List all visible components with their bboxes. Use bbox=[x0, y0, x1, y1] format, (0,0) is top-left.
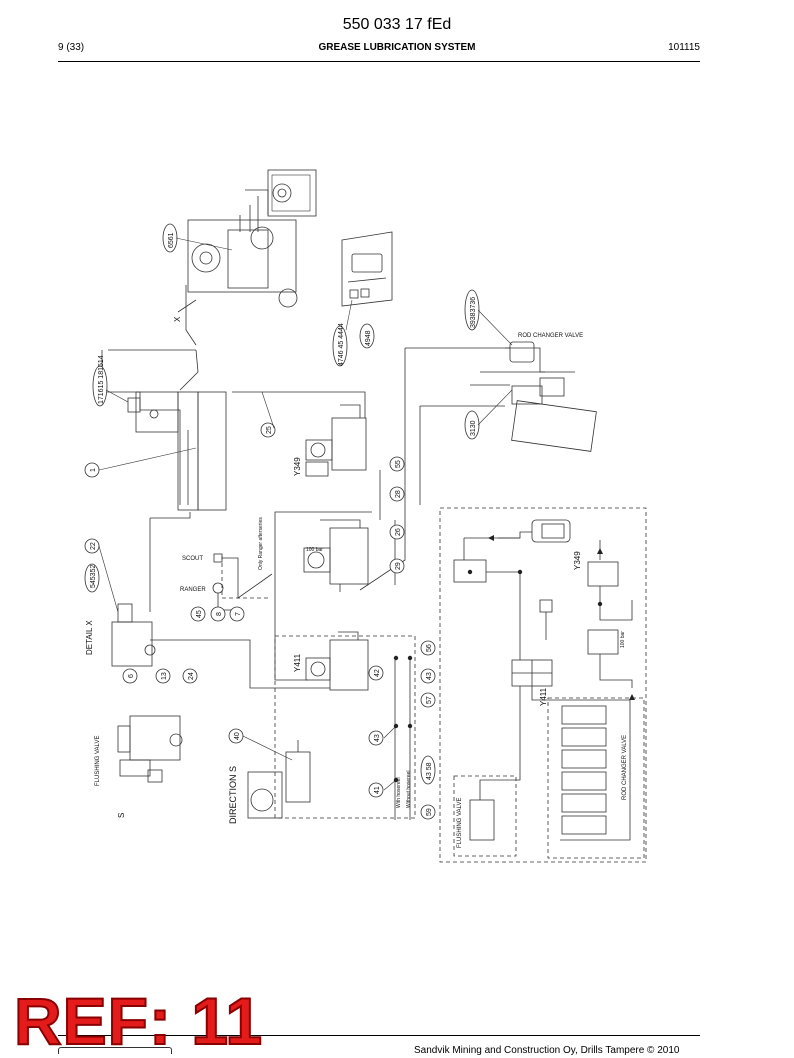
label-y349-a: Y349 bbox=[293, 457, 302, 476]
ref-stamp: REF: 11 bbox=[13, 984, 264, 1058]
callout-24: 24 bbox=[188, 672, 195, 680]
label-100bar-a: 100 bar bbox=[306, 547, 323, 553]
label-flushing-valve-2: FLUSHING VALVE bbox=[457, 798, 463, 848]
valve-y349-lower bbox=[303, 519, 369, 592]
callout-numbers: 6561 4746 45 4444 4948 39383736 3130 171… bbox=[90, 232, 477, 816]
leader-lines bbox=[98, 237, 513, 791]
copyright-notice: Sandvik Mining and Construction Oy, Dril… bbox=[414, 1045, 680, 1056]
callout-55: 55 bbox=[395, 460, 402, 468]
footer-rule bbox=[58, 1035, 700, 1036]
callout-6: 6 bbox=[128, 674, 135, 678]
label-ranger: RANGER bbox=[180, 587, 206, 593]
callout-43a: 43 bbox=[426, 672, 433, 680]
label-without-hosereel: Without hosereel bbox=[406, 770, 412, 808]
callout-45: 45 bbox=[196, 610, 203, 618]
callout-56: 56 bbox=[426, 644, 433, 652]
document-date: 101115 bbox=[668, 42, 700, 53]
callout-58: 43 58 bbox=[426, 762, 433, 780]
rod-changer-valve-top bbox=[470, 341, 597, 452]
label-y349-b: Y349 bbox=[573, 551, 582, 570]
callout-4948: 4948 bbox=[365, 330, 372, 346]
callout-42: 42 bbox=[374, 669, 381, 677]
detail-x-block bbox=[111, 603, 156, 667]
callout-29: 29 bbox=[395, 562, 402, 570]
label-y411-a: Y411 bbox=[293, 653, 302, 672]
dashed-boundaries bbox=[221, 507, 647, 863]
callout-26: 26 bbox=[395, 528, 402, 536]
label-flushing-valve: FLUSHING VALVE bbox=[95, 736, 101, 786]
label-only-ranger: Only Ranger afterseries bbox=[258, 517, 264, 570]
document-number: 550 033 17 fEd bbox=[342, 16, 452, 33]
lubricator-frame bbox=[101, 349, 227, 511]
callout-22: 22 bbox=[90, 542, 97, 550]
callout-3938: 39383736 bbox=[470, 297, 477, 328]
callout-41: 41 bbox=[374, 786, 381, 794]
callout-7: 7 bbox=[235, 612, 242, 616]
callout-6561: 6561 bbox=[168, 232, 175, 248]
callout-25: 25 bbox=[266, 426, 273, 434]
page-title: GREASE LUBRICATION SYSTEM bbox=[318, 42, 476, 53]
callout-5453: 545352 bbox=[90, 565, 97, 588]
rod-changer-bank bbox=[561, 705, 607, 835]
junction-dots bbox=[393, 535, 635, 783]
valve-y349-upper bbox=[305, 404, 367, 477]
label-rod-changer-valve: ROD CHANGER VALVE bbox=[518, 333, 583, 339]
label-scout: SCOUT bbox=[182, 556, 203, 562]
callout-40: 40 bbox=[234, 732, 241, 740]
page-number: 9 (33) bbox=[58, 42, 85, 53]
label-y411-b: Y411 bbox=[539, 687, 548, 706]
control-unit bbox=[341, 231, 393, 307]
callout-13: 13 bbox=[161, 672, 168, 680]
callout-1: 1 bbox=[90, 468, 97, 472]
callout-57: 57 bbox=[426, 696, 433, 704]
callout-1716: 171615 181514 bbox=[98, 355, 105, 404]
direction-s-view bbox=[247, 740, 311, 819]
flushing-valve-assembly bbox=[117, 715, 183, 783]
callout-3130: 3130 bbox=[470, 420, 477, 436]
callout-8: 8 bbox=[216, 612, 223, 616]
valve-y411-left bbox=[305, 631, 369, 691]
callout-4746: 4746 45 4444 bbox=[338, 323, 345, 366]
callout-28: 28 bbox=[395, 490, 402, 498]
label-detail-x: DETAIL X bbox=[85, 620, 94, 655]
label-direction-s: DIRECTION S bbox=[228, 766, 238, 824]
label-100bar-b: 100 bar bbox=[620, 631, 626, 648]
label-s: S bbox=[117, 813, 126, 818]
grease-lines bbox=[149, 347, 510, 820]
drawing-labels: DETAIL X DIRECTION S FLUSHING VALVE FLUS… bbox=[85, 316, 628, 848]
hydraulic-schematic bbox=[453, 519, 633, 841]
pump-head-assembly bbox=[177, 169, 317, 346]
callout-balloons bbox=[84, 223, 480, 820]
company-logo bbox=[58, 1047, 172, 1054]
callout-59: 59 bbox=[426, 808, 433, 816]
label-x: X bbox=[173, 316, 182, 322]
callout-43b: 43 bbox=[374, 734, 381, 742]
header-rule bbox=[58, 61, 700, 62]
label-rod-changer-valve-2: ROD CHANGER VALVE bbox=[622, 735, 628, 800]
label-with-hosereel: With hosereel bbox=[396, 777, 402, 808]
